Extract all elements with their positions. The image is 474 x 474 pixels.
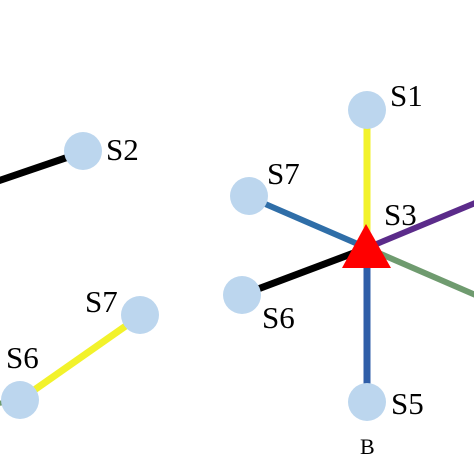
panel-label-b: B: [360, 434, 375, 459]
label-s3: S3: [384, 197, 417, 232]
node-s6-right: [223, 276, 261, 314]
node-s6-left: [1, 381, 39, 419]
label-s7-left: S7: [85, 284, 118, 319]
edge-s3-s7: [247, 194, 369, 251]
node-s7-right: [230, 177, 268, 215]
edge-s3-offscreen-purple: [365, 200, 474, 251]
edge-s7-s6: [17, 313, 143, 403]
label-s7-right: S7: [267, 156, 300, 191]
label-s6-left: S6: [6, 340, 39, 375]
label-s6-right: S6: [262, 300, 295, 335]
node-s1: [348, 91, 386, 129]
label-s1: S1: [390, 78, 423, 113]
left-panel: S2 S7 S6: [0, 132, 159, 419]
node-s7-left: [121, 296, 159, 334]
node-s5: [348, 383, 386, 421]
edge-s3-s6: [240, 244, 369, 299]
label-s2: S2: [106, 132, 139, 167]
right-panel: S1 S7 S3 S6 S5 B: [223, 78, 474, 459]
node-s2: [64, 132, 102, 170]
label-s5: S5: [391, 386, 424, 421]
edge-s3-offscreen-green: [365, 245, 474, 298]
hub-s3-triangle: [342, 224, 391, 268]
